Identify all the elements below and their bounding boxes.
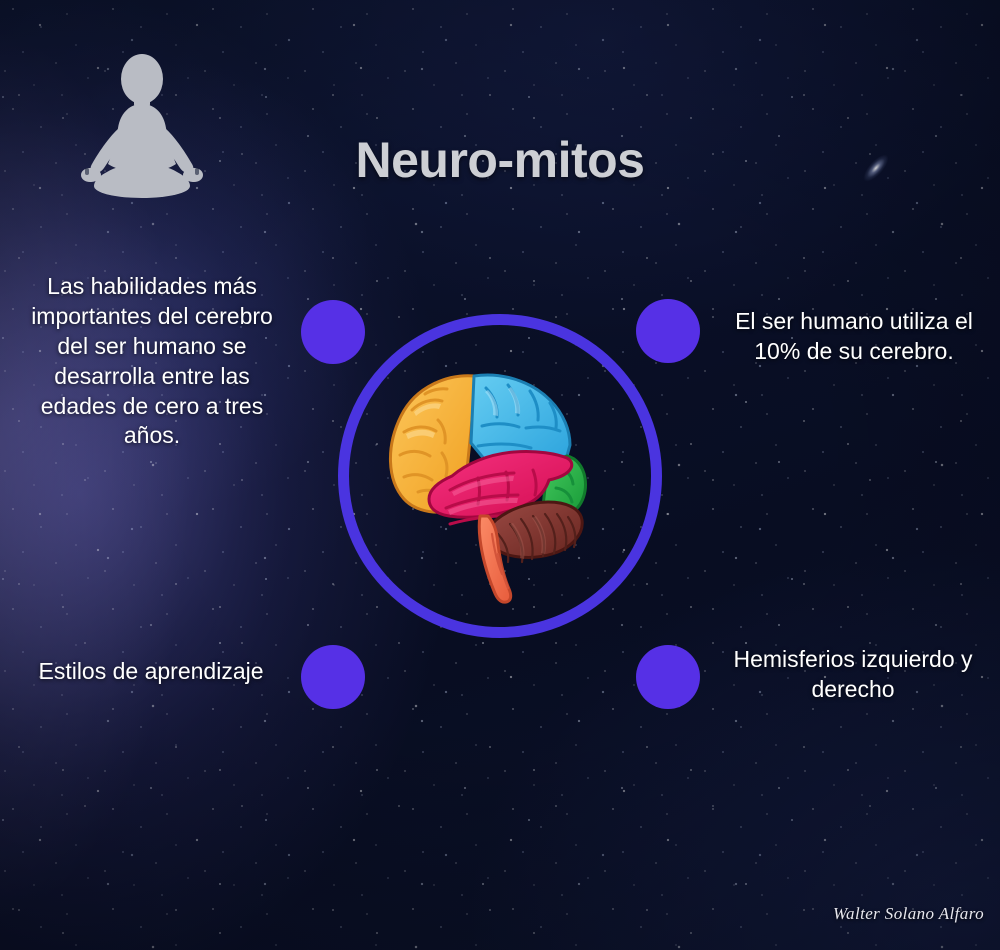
brain-region-parietal-lobe (469, 373, 572, 464)
accent-ring (338, 314, 662, 638)
node-top-left[interactable] (301, 300, 365, 364)
human-brain-icon (378, 358, 628, 604)
node-bottom-left[interactable] (301, 645, 365, 709)
myth-caption-hemispheres: Hemisferios izquierdo y derecho (733, 646, 973, 702)
myth-caption-ten-percent: El ser humano utiliza el 10% de su cereb… (735, 308, 973, 364)
node-top-right[interactable] (636, 299, 700, 363)
brain-region-brainstem (477, 514, 513, 604)
node-bottom-right[interactable] (636, 645, 700, 709)
author-signature: Walter Solano Alfaro (833, 904, 984, 923)
myth-caption-learning-styles: Estilos de aprendizaje (38, 658, 264, 684)
myth-caption-early-development: Las habilidades más importantes del cere… (31, 273, 273, 449)
page-title: Neuro-mitos (355, 132, 645, 188)
meditation-lotus-figure-icon (72, 52, 212, 204)
